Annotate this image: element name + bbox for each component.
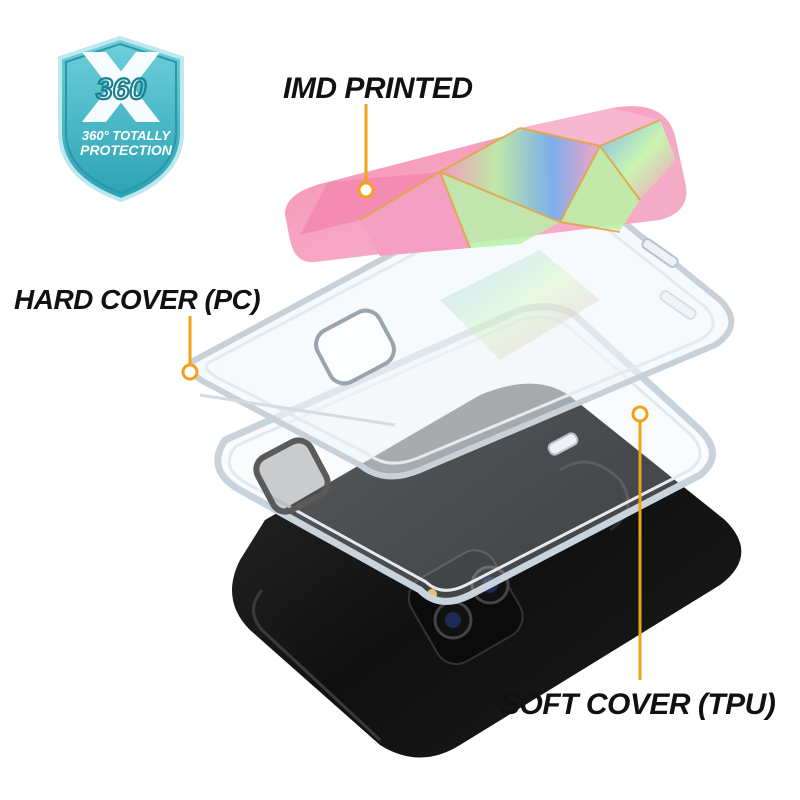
case-camera-opening-icon xyxy=(314,308,396,386)
soft-cover-label: SOFT COVER (TPU) xyxy=(500,688,776,721)
imd-callout-dot xyxy=(357,181,375,199)
soft-callout-dot xyxy=(631,405,649,423)
badge-logo-text: 360 xyxy=(96,73,146,106)
protection-badge: 360 xyxy=(58,35,184,203)
shield-icon xyxy=(58,35,184,203)
imd-printed-sheet xyxy=(284,106,687,263)
x-mark-icon xyxy=(82,52,160,122)
hard-callout-dot xyxy=(181,363,199,381)
callout-lines xyxy=(181,104,649,680)
camera-cutout-icon xyxy=(253,437,331,515)
hard-cover-label: HARD COVER (PC) xyxy=(14,284,261,315)
imd-printed-label: IMD PRINTED xyxy=(283,72,473,105)
badge-caption: 360° TOTALLY PROTECTION xyxy=(62,128,190,158)
badge-caption-line2: PROTECTION xyxy=(80,142,172,158)
badge-caption-line1: 360° TOTALLY xyxy=(81,128,171,143)
